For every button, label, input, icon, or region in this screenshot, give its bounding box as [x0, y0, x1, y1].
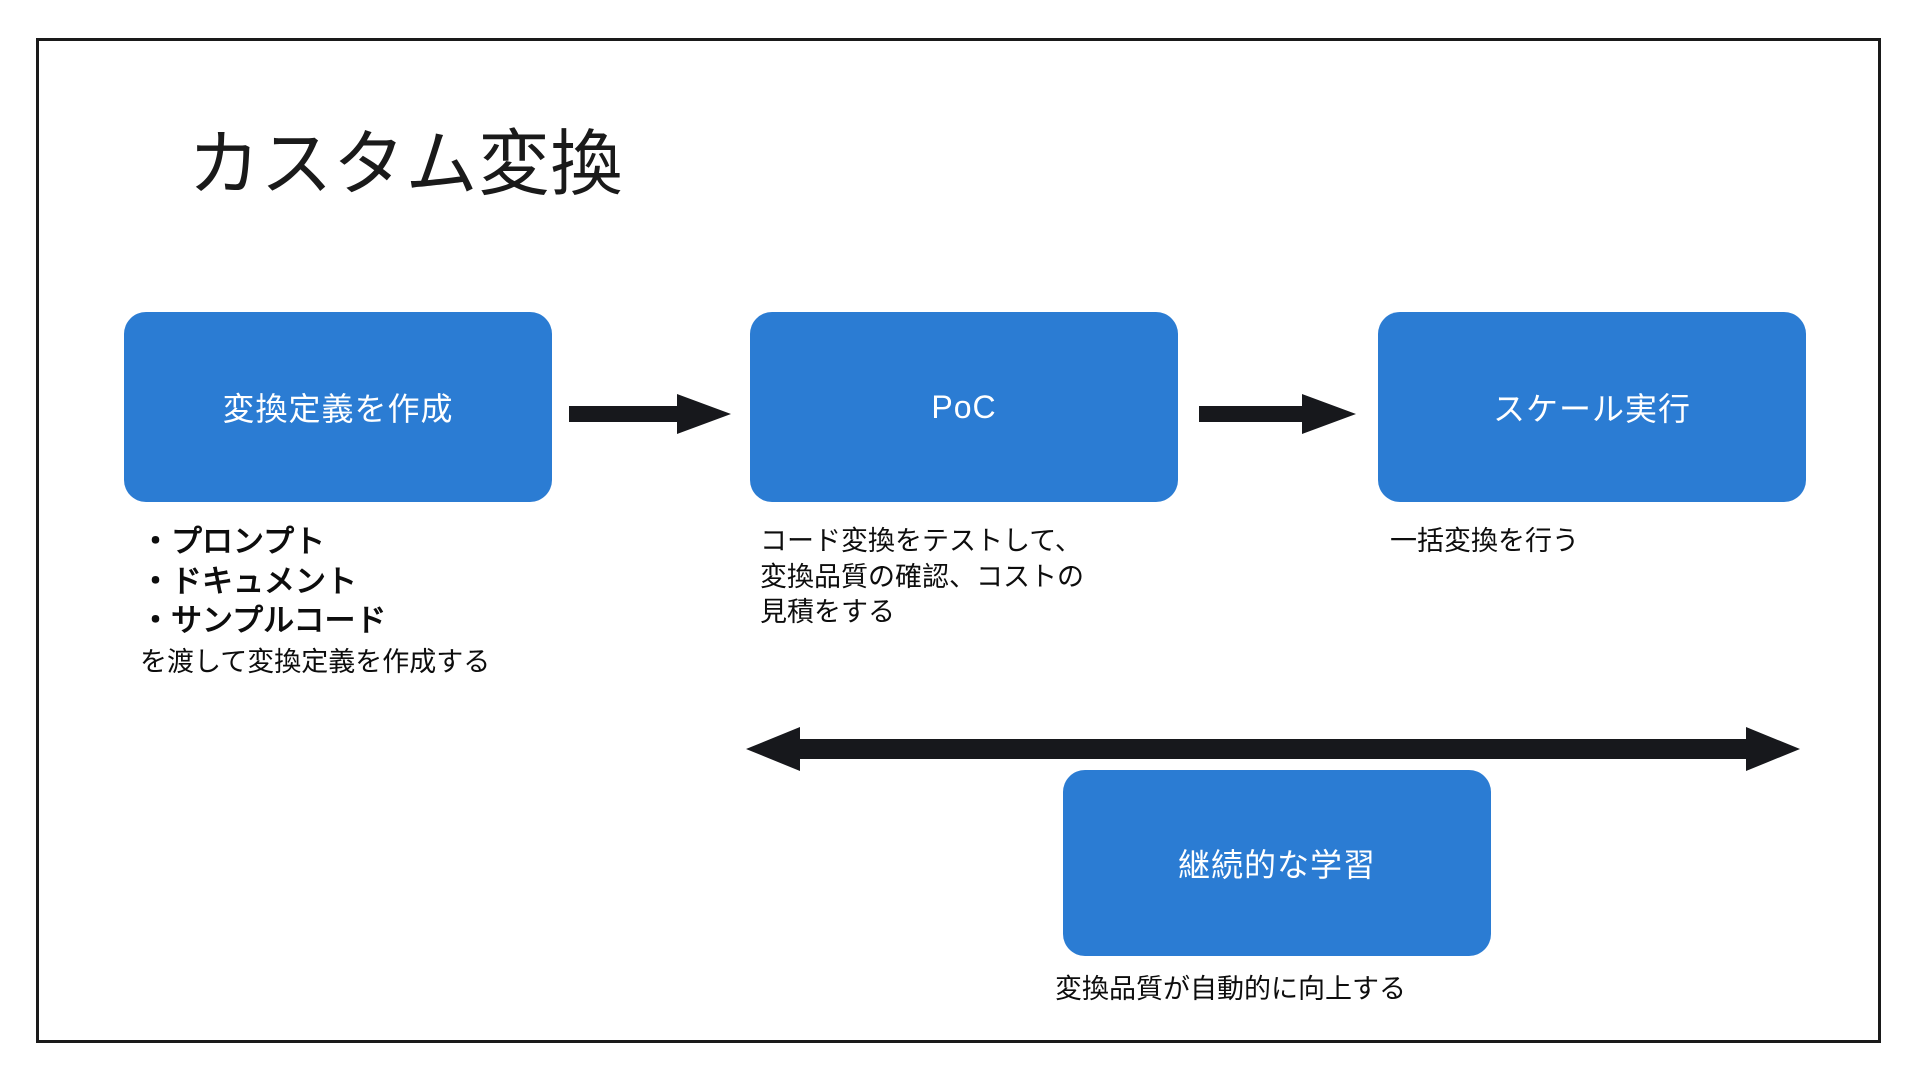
arrow-define-to-poc-icon: [569, 394, 731, 434]
page-title: カスタム変換: [188, 125, 624, 205]
process-box-define-label: 変換定義を作成: [222, 391, 454, 427]
define-bullet-list: ・プロンプト ・ドキュメント ・サンプルコード: [140, 524, 387, 639]
poc-caption: コード変換をテストして、 変換品質の確認、コストの 見積をする: [760, 526, 1084, 628]
arrow-feedback-loop-icon: [746, 727, 1800, 771]
process-box-continuous-learning[interactable]: 継続的な学習: [1063, 770, 1491, 956]
process-box-scale[interactable]: スケール実行: [1378, 312, 1806, 502]
process-box-poc[interactable]: PoC: [750, 312, 1178, 502]
process-box-scale-label: スケール実行: [1492, 391, 1691, 427]
define-caption-tail: を渡して変換定義を作成する: [140, 647, 491, 677]
process-box-define[interactable]: 変換定義を作成: [124, 312, 552, 502]
process-box-continuous-learning-label: 継続的な学習: [1177, 847, 1376, 883]
continuous-learning-caption: 変換品質が自動的に向上する: [1055, 974, 1406, 1004]
slide-border-frame: [36, 38, 1881, 1043]
arrow-poc-to-scale-icon: [1199, 394, 1356, 434]
scale-caption: 一括変換を行う: [1390, 526, 1579, 556]
process-box-poc-label: PoC: [931, 388, 997, 425]
